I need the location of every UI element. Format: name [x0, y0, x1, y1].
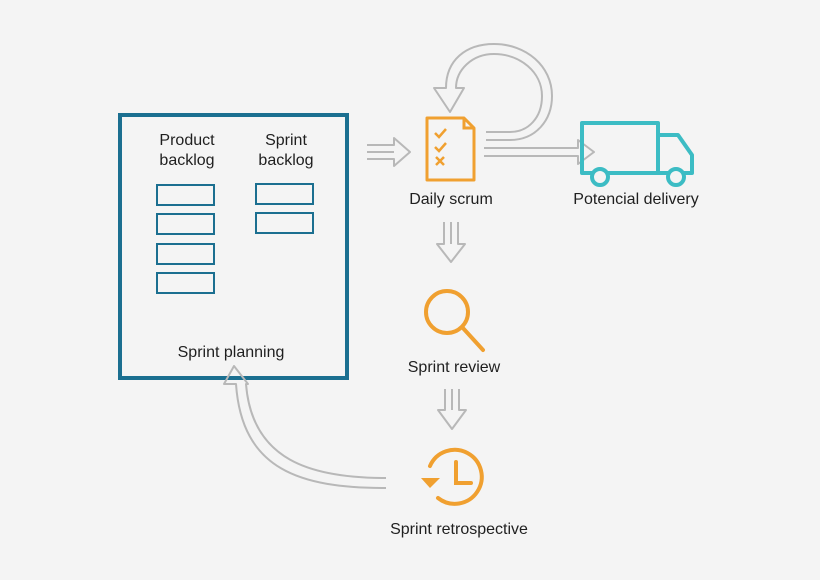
arrow-planning-to-daily: [367, 137, 411, 167]
product-backlog-item: [156, 272, 215, 294]
sprint-backlog-items: [255, 183, 314, 234]
arrow-retrospective-to-planning: [223, 365, 387, 489]
product-backlog-item: [156, 243, 215, 265]
sprint-backlog-item: [255, 212, 314, 234]
clock-icon: [421, 447, 484, 506]
arrow-daily-to-review: [436, 222, 466, 263]
daily-scrum-label: Daily scrum: [409, 191, 493, 208]
truck-icon: [580, 121, 694, 187]
sprint-retrospective-label: Sprint retrospective: [390, 521, 528, 538]
sprint-backlog-item: [255, 183, 314, 205]
sprint-review-label: Sprint review: [407, 359, 501, 376]
delivery-label: Potencial delivery: [573, 191, 699, 208]
magnifier-icon: [424, 289, 485, 352]
checklist-icon: [425, 116, 476, 182]
product-backlog-label: Product backlog: [159, 132, 215, 169]
sprint-planning-box: [118, 113, 349, 380]
product-backlog-items: [156, 184, 215, 294]
arrow-review-to-retrospective: [437, 389, 467, 430]
sprint-planning-label: Sprint planning: [177, 344, 285, 361]
sprint-backlog-label: Sprint backlog: [258, 132, 314, 169]
loop-arrow: [433, 43, 553, 141]
arrow-daily-to-delivery: [484, 139, 595, 165]
product-backlog-item: [156, 184, 215, 206]
product-backlog-item: [156, 213, 215, 235]
